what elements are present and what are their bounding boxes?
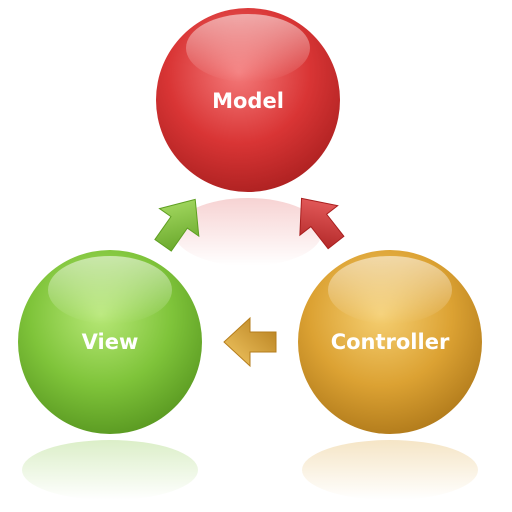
controller-reflection (302, 440, 478, 500)
model-reflection (174, 198, 322, 266)
arrow-view-to-model-icon (154, 198, 200, 252)
model-label: Model (212, 89, 284, 113)
model-gloss (186, 14, 310, 82)
view-node: View (18, 250, 202, 434)
view-gloss (48, 256, 172, 324)
arrow-controller-to-view (223, 316, 277, 368)
controller-gloss (328, 256, 452, 324)
view-label: View (82, 330, 139, 354)
arrow-controller-to-model-icon (299, 197, 345, 250)
arrow-controller-to-model (299, 197, 345, 250)
arrow-view-to-model (154, 198, 200, 252)
view-reflection (22, 440, 198, 500)
model-node: Model (156, 8, 340, 192)
controller-label: Controller (331, 330, 450, 354)
controller-node: Controller (298, 250, 482, 434)
arrow-controller-to-view-icon (223, 316, 277, 368)
